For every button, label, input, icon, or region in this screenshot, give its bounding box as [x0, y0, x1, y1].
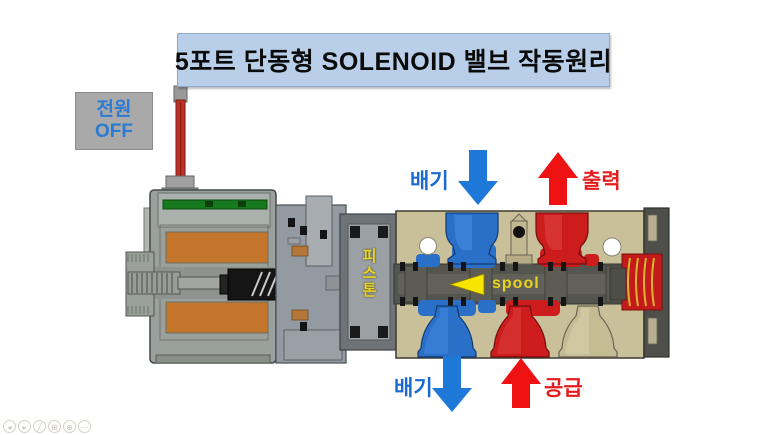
all-slides-button[interactable]: ⊞: [48, 420, 61, 433]
coil-lower: [165, 301, 269, 334]
flow-arrows: [432, 150, 578, 412]
label-top-output: 출력: [582, 170, 621, 193]
adjust-screw: [125, 251, 231, 317]
end-cap: [609, 207, 670, 358]
label-bottom-exhaust: 배기: [394, 377, 433, 400]
spool: [398, 274, 644, 294]
previous-slide-button[interactable]: ◂: [3, 420, 16, 433]
label-top-exhaust: 배기: [410, 170, 449, 193]
return-spring: [627, 257, 655, 307]
pen-button[interactable]: ╱: [33, 420, 46, 433]
arrow-top-output: [538, 152, 578, 205]
coil-upper: [165, 231, 269, 264]
port-bottom-supply: [490, 305, 550, 358]
power-status-line2: OFF: [95, 121, 133, 142]
mounting-hole-left: [419, 237, 437, 255]
pcb-board: [162, 199, 268, 210]
label-piston: 피스톤: [360, 248, 377, 299]
power-cable: [161, 85, 199, 195]
power-status-line1: 전원: [96, 99, 132, 121]
valve-interface: [275, 195, 347, 364]
arrow-bottom-supply: [501, 358, 541, 408]
piston: [339, 213, 399, 351]
valve-body: [393, 207, 670, 359]
label-bottom-supply: 공급: [544, 377, 583, 400]
mounting-hole-right: [602, 237, 622, 257]
playback-controls: ◂ ▸ ╱ ⊞ ⊕ ⋯: [3, 420, 91, 433]
more-options-button[interactable]: ⋯: [78, 420, 91, 433]
power-status-badge: 전원 OFF: [75, 92, 153, 150]
arrow-top-exhaust: [458, 150, 498, 205]
page-title: 5포트 단동형 SOLENOID 밸브 작동원리: [175, 33, 612, 87]
port-bottom-exhaust: [417, 305, 477, 358]
next-slide-button[interactable]: ▸: [18, 420, 31, 433]
zoom-button[interactable]: ⊕: [63, 420, 76, 433]
arrow-bottom-exhaust: [432, 356, 472, 412]
spool-arrow: [448, 273, 485, 296]
vent-pin: [505, 213, 533, 265]
label-spool: spool: [492, 275, 540, 292]
